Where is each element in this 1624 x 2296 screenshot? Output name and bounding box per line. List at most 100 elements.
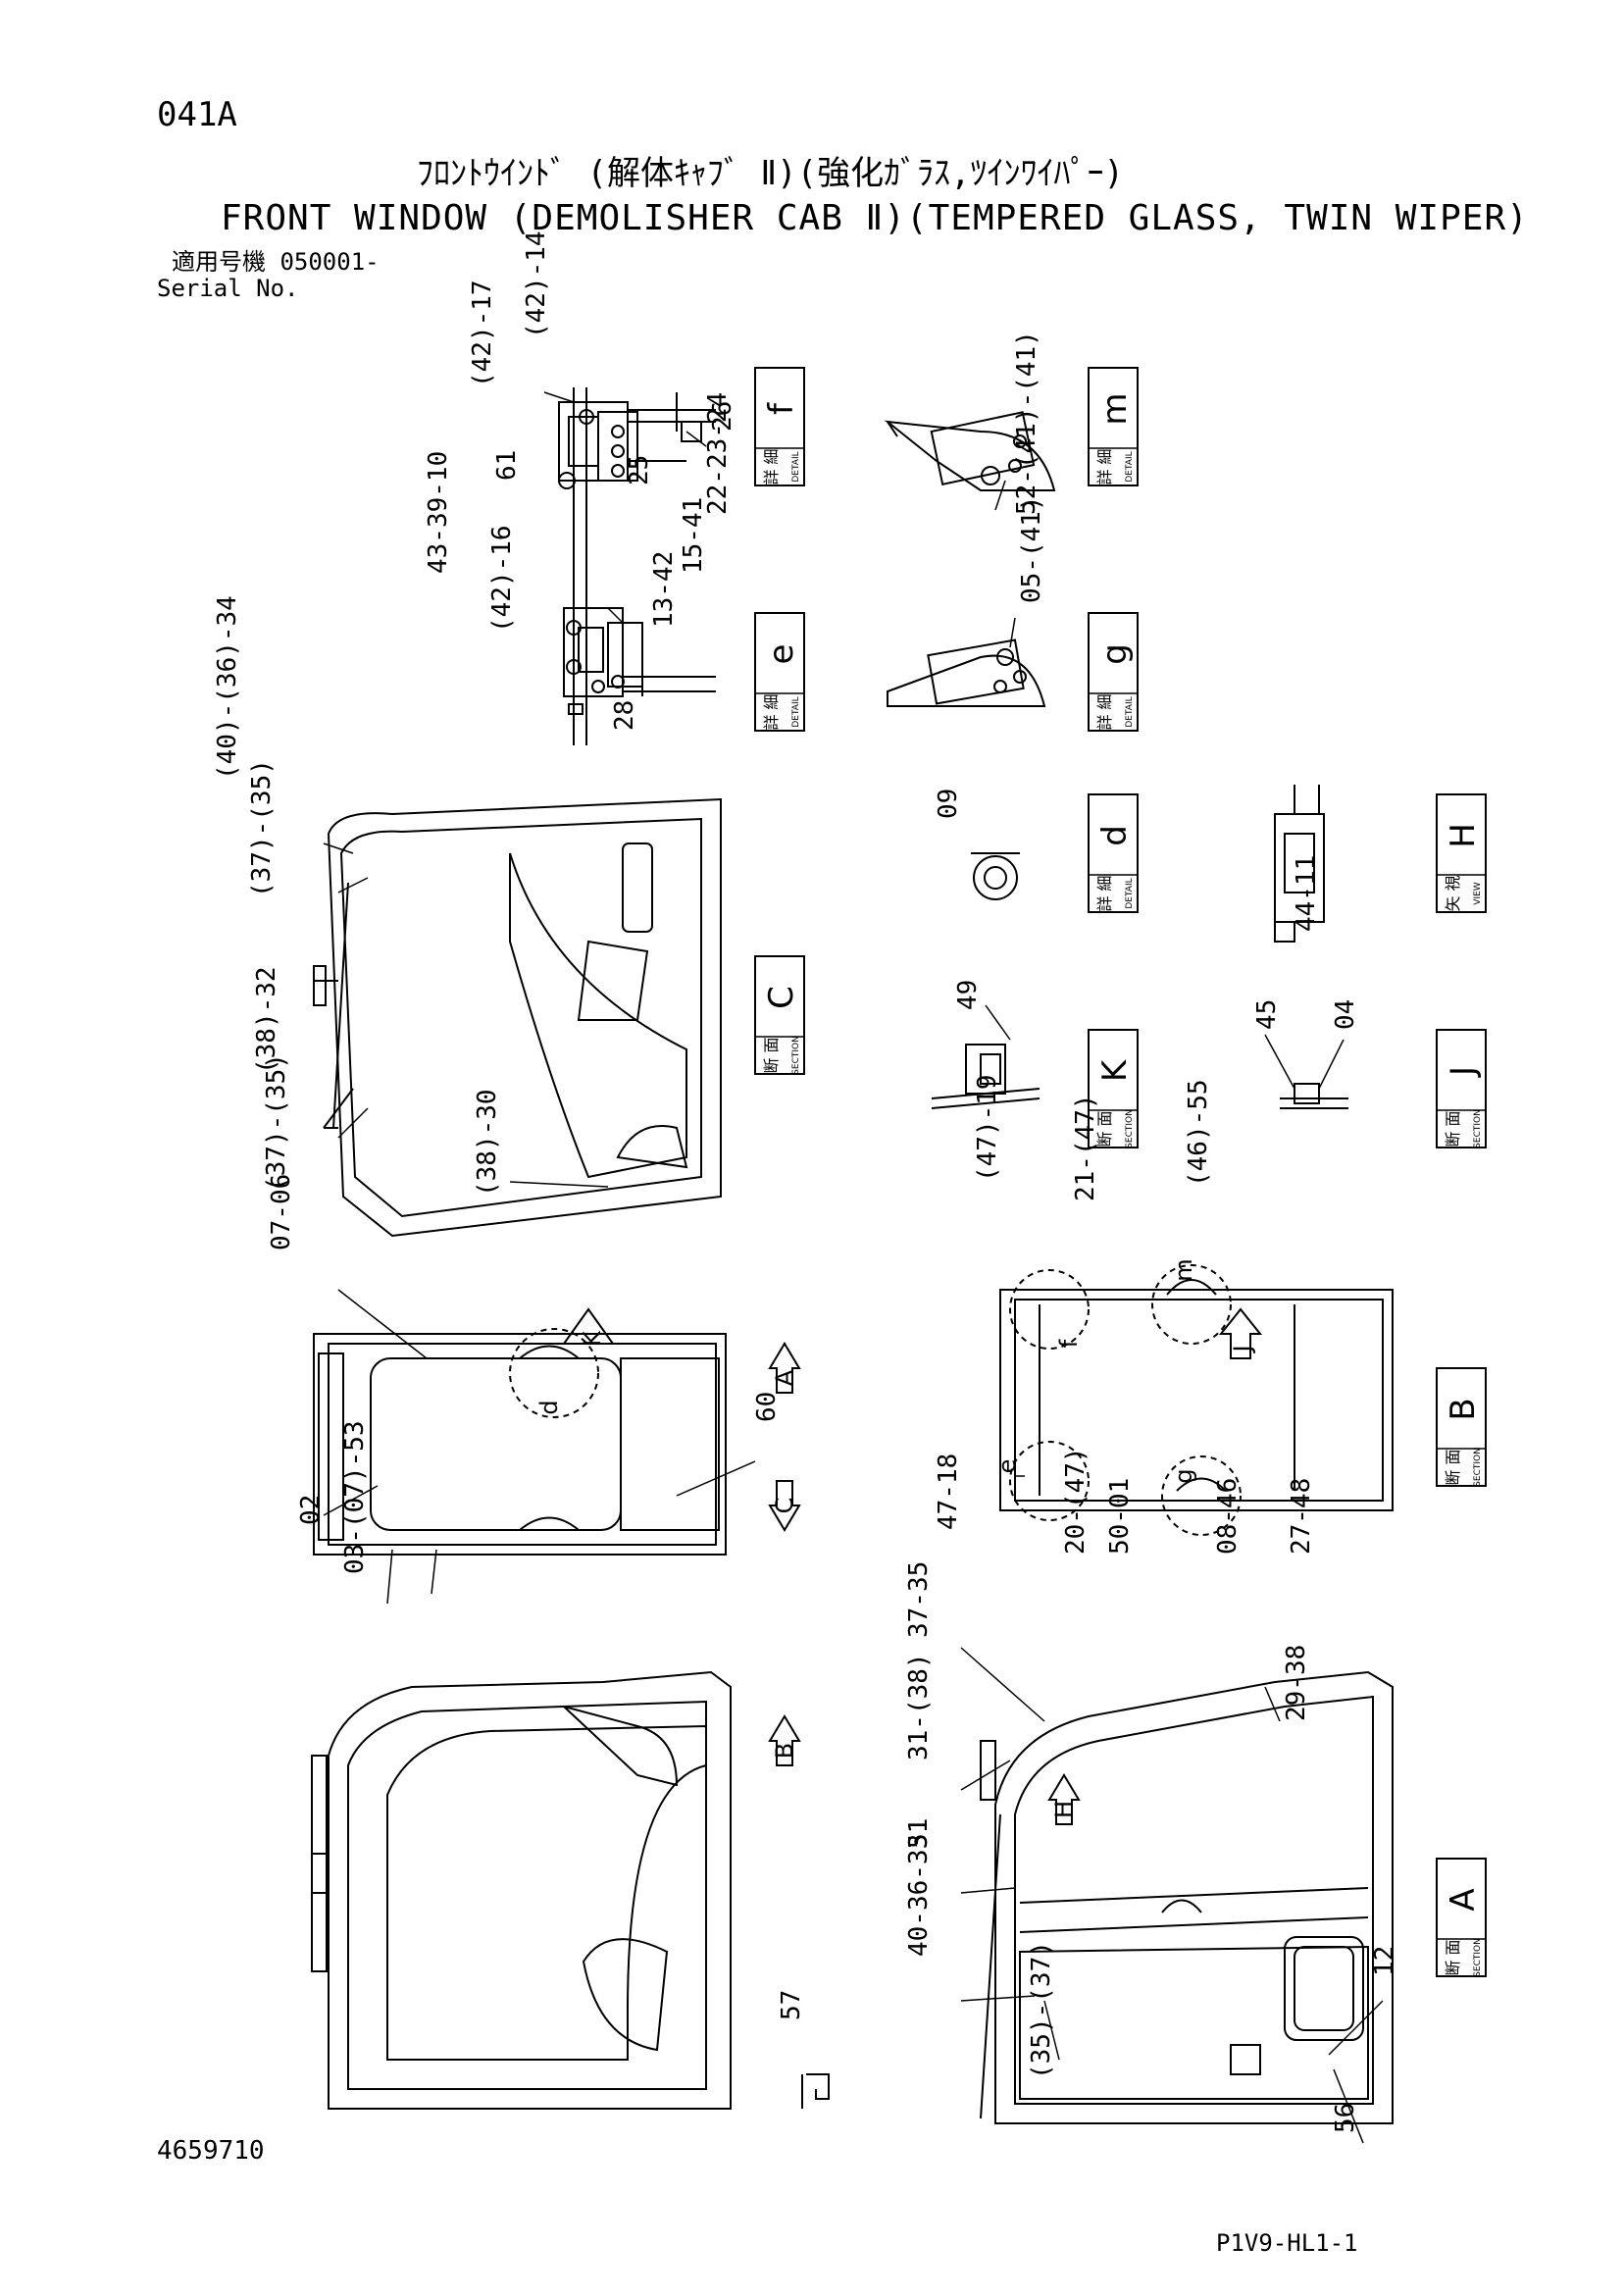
detail-f-drawing [558, 387, 716, 745]
marker-m_A: A [771, 1369, 798, 1386]
detail-m-drawing [884, 411, 1056, 491]
view-box-g-jp: 詳 細 [1095, 693, 1114, 730]
leader-lines [323, 391, 1384, 2144]
view-box-J-letter: J [1444, 1066, 1483, 1078]
marker-m_d: d [535, 1400, 563, 1414]
marker-m_B: B [771, 1743, 798, 1759]
view-box-m-jp: 詳 細 [1095, 448, 1114, 485]
view-box-K-letter: K [1095, 1058, 1135, 1082]
view-box-e-letter: e [762, 644, 801, 665]
callout-c26: 02 [296, 1495, 326, 1525]
view-box-H: 矢 視 VIEW H [1436, 793, 1487, 913]
drawing-number: 4659710 [157, 2136, 265, 2166]
callout-c31: 47-18 [934, 1454, 963, 1530]
view-box-f-en: DETAIL [791, 451, 801, 482]
callout-c12: 52-(41)-(41) [1012, 331, 1041, 515]
view-arrow-b [768, 1714, 801, 1766]
callout-c2: (42)-17 [468, 280, 497, 387]
callout-c6: 22-23-24 [703, 392, 733, 515]
callout-c22: 45 [1252, 999, 1282, 1030]
view-box-e: 詳 細 DETAIL e [754, 612, 805, 732]
front-window-elevation-drawing [311, 1670, 732, 2110]
callout-c13: 05-(41) [1017, 495, 1046, 603]
view-box-d-en: DETAIL [1125, 878, 1135, 908]
callout-c18: (38)-30 [473, 1089, 502, 1197]
view-box-B-jp: 断 面 [1444, 1449, 1462, 1485]
callout-c20: 44-11 [1292, 855, 1321, 932]
view-box-C-letter: C [762, 986, 801, 1009]
callout-c44: 56 [1331, 2103, 1360, 2133]
view-box-C-en: SECTION [791, 1036, 801, 1075]
marker-m_C: C [771, 1498, 798, 1514]
callout-c7: 43-39-10 [424, 451, 453, 574]
callout-c39: 51 [904, 1818, 934, 1849]
view-box-A-jp: 断 面 [1444, 1939, 1462, 1975]
callout-c29: 21-(47) [1071, 1094, 1100, 1201]
view-box-d-letter: d [1095, 825, 1135, 846]
callout-c43: (35)-(37) [1027, 1941, 1056, 2079]
callout-c25: 60 [752, 1392, 782, 1422]
page-code: 041A [157, 95, 237, 134]
callout-c1: (42)-14 [522, 230, 551, 338]
marker-m_J: J [1229, 1345, 1256, 1353]
marker-m_K: K [579, 1330, 606, 1347]
view-h-drawing [1274, 785, 1325, 943]
title-japanese: ﾌﾛﾝﾄｳｲﾝﾄﾞ (解体ｷｬﾌﾞ Ⅱ)(強化ｶﾞﾗｽ,ﾂｲﾝﾜｲﾊﾟｰ) [417, 154, 1125, 193]
marker-m_m: m [1170, 1258, 1197, 1281]
view-box-f-jp: 詳 細 [762, 448, 781, 485]
view-box-g-en: DETAIL [1125, 696, 1135, 727]
callout-c23: 04 [1331, 999, 1360, 1030]
view-box-m-en: DETAIL [1125, 451, 1135, 482]
title-english: FRONT WINDOW (DEMOLISHER CAB Ⅱ)(TEMPERED… [221, 198, 1529, 238]
view-box-e-jp: 詳 細 [762, 693, 781, 730]
callout-c8: (42)-16 [487, 525, 517, 633]
view-box-J-en: SECTION [1473, 1109, 1483, 1148]
part-57-drawing [801, 2073, 830, 2109]
callout-c38: 29-38 [1282, 1645, 1311, 1721]
callout-c40: 40-36-33 [904, 1834, 934, 1957]
callout-c24: 07-06 [267, 1174, 296, 1250]
callout-c32: 20-(47) [1061, 1447, 1091, 1555]
view-box-H-letter: H [1444, 823, 1483, 848]
marker-m_f: f [1055, 1339, 1083, 1348]
detail-d-drawing [971, 852, 1020, 900]
view-box-H-en: VIEW [1473, 882, 1483, 904]
view-box-A-letter: A [1444, 1888, 1483, 1911]
section-k-drawing [931, 1044, 1040, 1109]
callout-c42: 57 [777, 1990, 806, 2020]
view-arrow-a [768, 1342, 801, 1394]
detail-g-drawing [887, 638, 1046, 707]
view-box-m-letter: m [1095, 392, 1135, 425]
callout-c15: (37)-(35) [247, 759, 277, 897]
view-box-K-jp: 断 面 [1095, 1110, 1114, 1147]
callout-c17: (37)-(35) [262, 1053, 291, 1192]
view-box-H-jp: 矢 視 [1444, 875, 1462, 911]
callout-c21: 49 [953, 980, 983, 1010]
section-j-drawing [1280, 1083, 1348, 1109]
callout-c11: 28 [610, 700, 639, 731]
view-box-e-en: DETAIL [791, 696, 801, 727]
view-box-B-letter: B [1444, 1398, 1483, 1420]
callout-c14: (40)-(36)-34 [213, 595, 242, 780]
callout-c3: 61 [492, 450, 522, 481]
callout-c28: (47)-19 [973, 1074, 1002, 1182]
section-a-drawing [980, 1670, 1394, 2124]
serial-label-english: Serial No. [157, 275, 299, 302]
marker-m_H: H [1050, 1801, 1078, 1818]
serial-label-japanese: 適用号機 050001- [172, 248, 380, 276]
callout-c41: 12 [1370, 1946, 1399, 1976]
view-box-group: 詳 細 DETAIL f 詳 細 DETAIL m 詳 細 DETAIL e 詳 細 DETAIL g… [754, 367, 1487, 1977]
view-box-B-en: SECTION [1473, 1448, 1483, 1487]
callout-c27: 03-(07)-53 [340, 1420, 370, 1574]
view-box-g-letter: g [1095, 643, 1135, 665]
front-window-plan-drawing [313, 1307, 727, 1556]
marker-m_e: e [993, 1459, 1021, 1474]
view-box-d-jp: 詳 細 [1095, 875, 1114, 911]
